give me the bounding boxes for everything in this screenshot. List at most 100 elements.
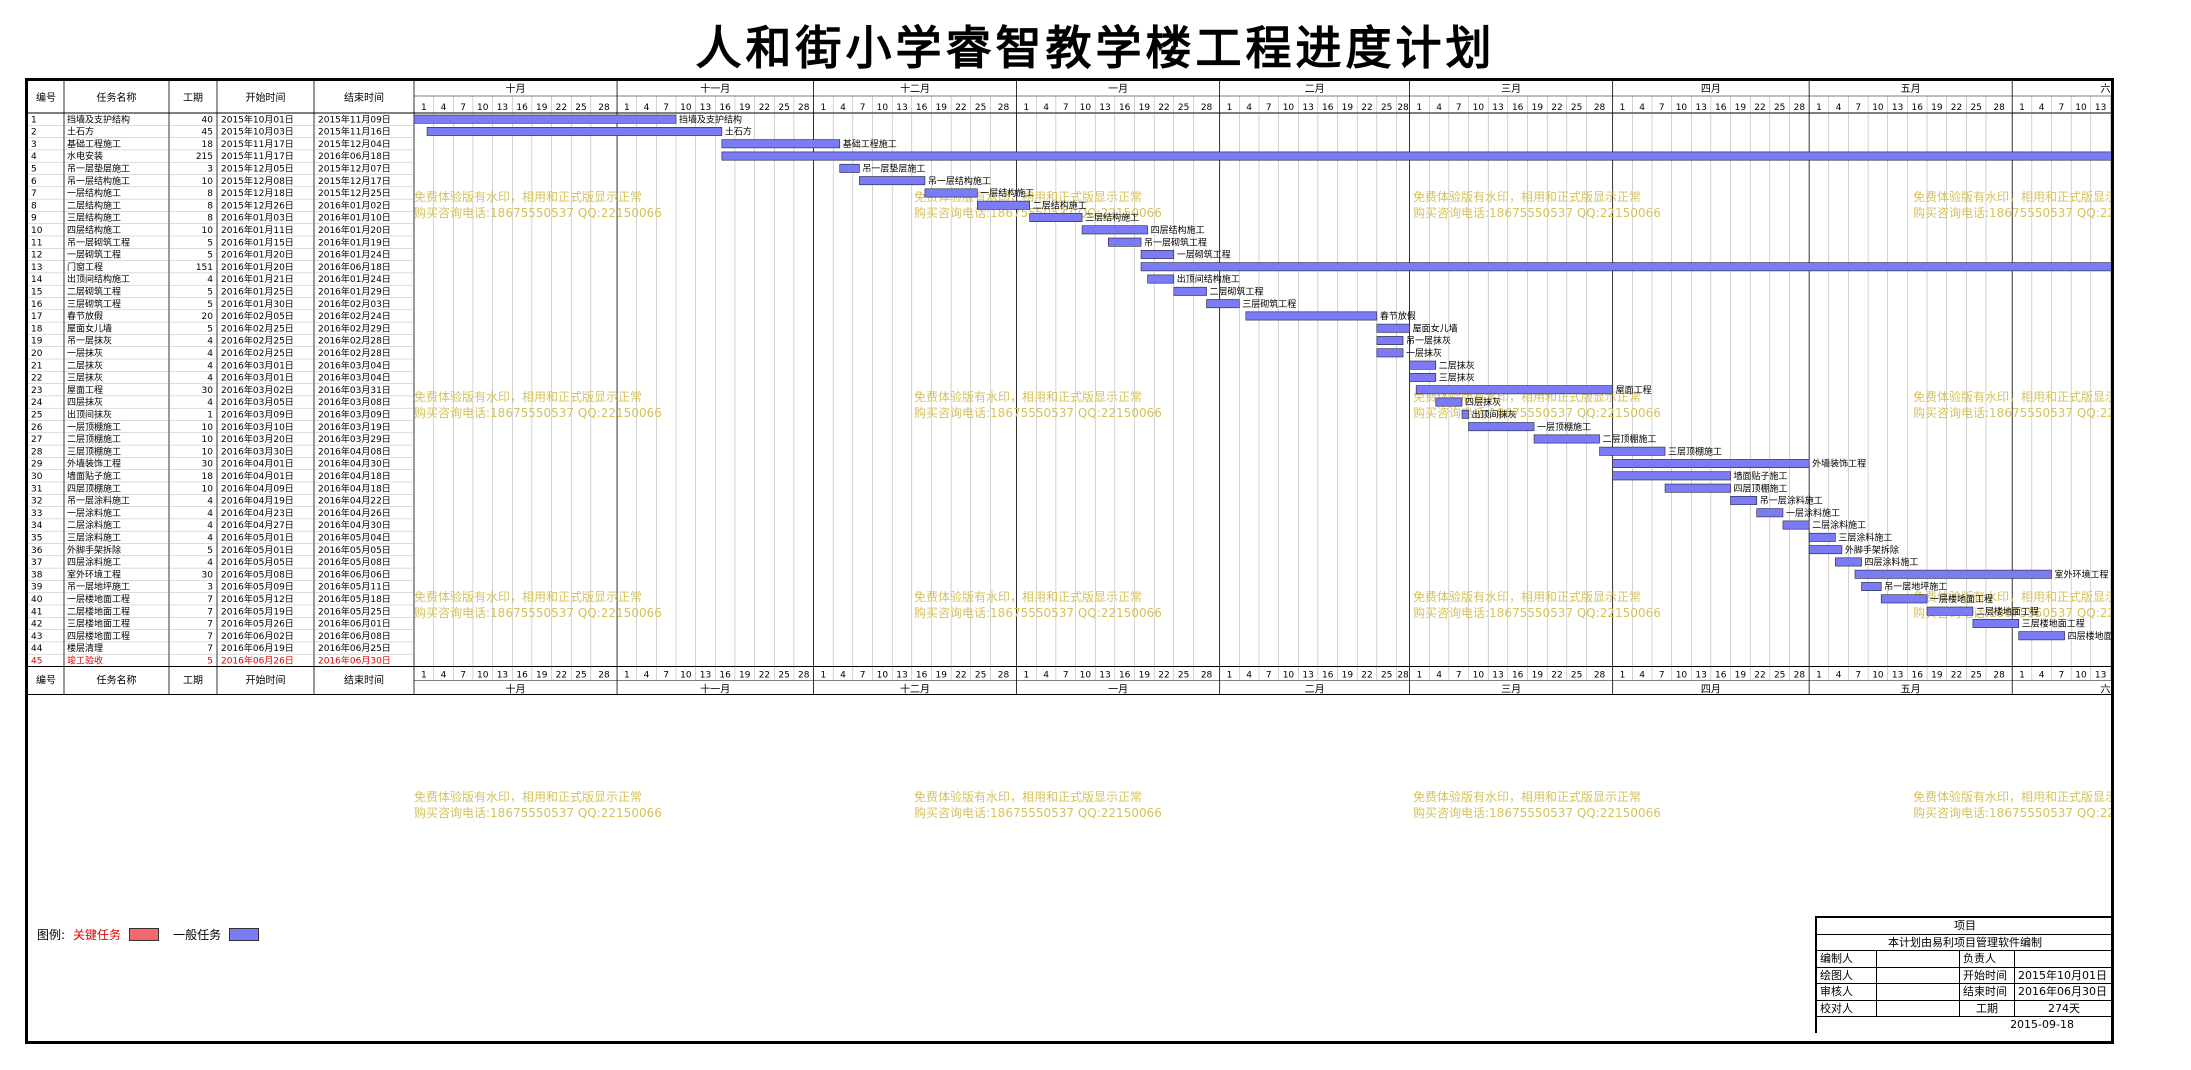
task-id: 13: [31, 263, 42, 273]
task-start: 2015年12月26日: [221, 199, 294, 211]
task-id: 33: [31, 509, 42, 519]
task-name: 四层抹灰: [67, 396, 103, 408]
task-id: 2: [31, 128, 37, 138]
task-name: 二层涂料施工: [67, 519, 121, 531]
task-id: 38: [31, 570, 43, 580]
task-id: 39: [31, 583, 43, 593]
day-tick-label: 28: [798, 103, 810, 113]
day-tick-label: 1: [1024, 103, 1030, 113]
task-start: 2015年11月17日: [221, 138, 294, 150]
footer-day-tick-label: 10: [1473, 671, 1485, 681]
watermark-line2: 购买咨询电话:18675550537 QQ:22150066: [414, 805, 662, 820]
day-tick-label: 4: [1436, 103, 1442, 113]
task-end: 2016年02月28日: [318, 347, 391, 359]
task-bar-label: 土石方: [725, 126, 752, 138]
task-bar: [1612, 459, 1810, 468]
legend-normal-label: 一般任务: [173, 928, 222, 942]
task-id: 3: [31, 140, 37, 150]
watermark-line1: 免费体验版有水印，相用和正式版显示正常: [1913, 389, 2111, 404]
task-bar: [1206, 299, 1240, 309]
task-duration: 4: [207, 521, 213, 531]
task-end: 2016年04月18日: [318, 482, 391, 494]
task-end: 2016年03月31日: [318, 384, 391, 396]
task-bar: [1861, 582, 1882, 591]
day-tick-label: 25: [1571, 103, 1582, 113]
task-end: 2016年05月05日: [318, 544, 391, 556]
task-start: 2016年03月30日: [221, 445, 294, 457]
task-start: 2016年04月01日: [221, 470, 294, 482]
task-name: 一层涂料施工: [67, 507, 121, 519]
task-bar-label: 吊一层垫层施工: [862, 163, 925, 175]
task-bar: [1756, 508, 1784, 518]
day-tick-label: 1: [1227, 103, 1233, 113]
footer-day-tick-label: 22: [1551, 671, 1562, 681]
task-duration: 5: [207, 324, 213, 334]
task-name: 吊一层抹灰: [67, 335, 112, 347]
watermark-line1: 免费体验版有水印，相用和正式版显示正常: [1413, 189, 1641, 204]
task-start: 2015年12月05日: [221, 163, 294, 175]
task-bar: [1435, 397, 1463, 407]
task-name: 一层抹灰: [67, 347, 103, 359]
task-name: 三层抹灰: [67, 372, 103, 384]
task-bar: [1808, 545, 1843, 555]
task-name: 外脚手架拆除: [67, 544, 121, 556]
task-bar: [1782, 520, 1810, 530]
task-end: 2016年05月25日: [318, 605, 391, 617]
task-name: 四层顶棚施工: [67, 482, 121, 494]
footer-day-tick-label: 13: [2095, 671, 2106, 681]
task-bar: [1926, 606, 1974, 616]
task-bar-label: 二层顶棚施工: [1603, 433, 1657, 445]
task-end: 2016年04月08日: [318, 445, 391, 457]
day-tick-label: 28: [998, 103, 1010, 113]
info-reviewer-value: [1877, 984, 1960, 1000]
day-tick-label: 7: [1855, 103, 1861, 113]
task-start: 2016年06月02日: [221, 630, 294, 642]
task-id: 26: [31, 423, 43, 433]
task-bar: [1612, 471, 1731, 481]
task-name: 吊一层涂料施工: [67, 495, 130, 507]
day-tick-label: 4: [644, 103, 650, 113]
task-start: 2016年02月25日: [221, 335, 294, 347]
task-bar-label: 三层砌筑工程: [1242, 298, 1296, 310]
task-start: 2016年01月11日: [221, 224, 294, 236]
day-tick-label: 10: [477, 103, 489, 113]
task-bar: [1409, 360, 1437, 370]
task-end: 2016年01月29日: [318, 286, 391, 298]
task-start: 2016年06月26日: [221, 655, 294, 667]
footer-header-name: 任务名称: [97, 674, 137, 687]
footer-day-tick-label: 7: [2058, 671, 2064, 681]
footer-day-tick-label: 13: [1492, 671, 1503, 681]
task-duration: 5: [207, 546, 213, 556]
task-duration: 8: [207, 214, 213, 224]
day-tick-label: 7: [663, 103, 669, 113]
footer-day-tick-label: 16: [1119, 671, 1131, 681]
gantt-chart: 编号编号任务名称任务名称工期工期开始时间开始时间结束时间结束时间十月十月1144…: [28, 81, 2111, 820]
task-duration: 4: [207, 337, 213, 347]
task-id: 24: [31, 398, 43, 408]
day-tick-label: 16: [916, 103, 928, 113]
task-id: 45: [31, 657, 42, 667]
month-label: 六月: [2100, 83, 2111, 95]
info-start-value: 2015年10月01日: [2015, 967, 2114, 983]
task-end: 2015年12月04日: [318, 138, 391, 150]
watermark-line1: 免费体验版有水印，相用和正式版显示正常: [414, 589, 642, 604]
watermark-line1: 免费体验版有水印，相用和正式版显示正常: [414, 789, 642, 804]
task-name: 屋面工程: [67, 385, 103, 396]
day-tick-label: 28: [1594, 103, 1606, 113]
task-start: 2016年01月30日: [221, 298, 294, 310]
task-duration: 7: [207, 644, 213, 654]
day-tick-label: 10: [1283, 103, 1295, 113]
task-end: 2016年06月18日: [318, 150, 391, 162]
footer-day-tick-label: 28: [798, 671, 810, 681]
watermark-line2: 购买咨询电话:18675550537 QQ:22150066: [914, 805, 1162, 820]
task-start: 2016年02月25日: [221, 347, 294, 359]
day-tick-label: 7: [460, 103, 466, 113]
task-bar: [1461, 409, 1469, 419]
task-bar-label: 春节放假: [1380, 310, 1416, 322]
task-name: 门窗工程: [67, 261, 103, 273]
task-start: 2016年01月20日: [221, 249, 294, 261]
task-bar-label: 外脚手架拆除: [1845, 544, 1899, 556]
day-tick-label: 19: [936, 103, 948, 113]
task-end: 2015年11月09日: [318, 113, 391, 125]
day-tick-label: 28: [1794, 103, 1806, 113]
